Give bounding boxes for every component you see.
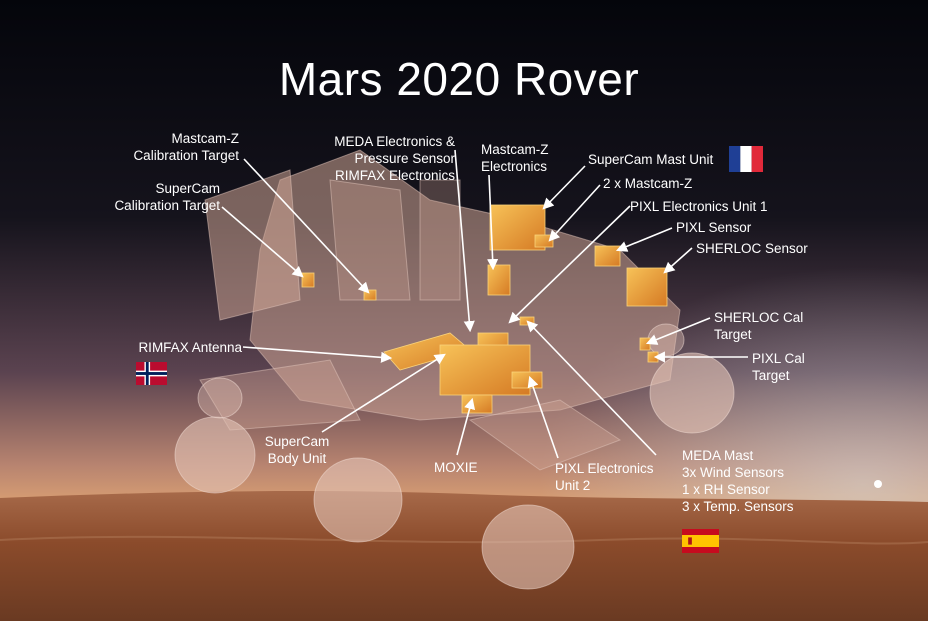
label-pixl-sensor: PIXL Sensor <box>676 220 752 235</box>
label-meda-electronics: MEDA Electronics & Pressure Sensor RIMFA… <box>334 134 455 183</box>
leader-lines <box>221 149 748 459</box>
sherloc-sensor <box>626 267 668 307</box>
label-supercam-body-unit: SuperCam Body Unit <box>264 434 330 466</box>
meda-mast-sensor <box>519 316 535 326</box>
instruments <box>301 204 668 414</box>
ground <box>0 491 928 621</box>
label-supercam-mast-unit: SuperCam Mast Unit <box>588 152 714 167</box>
label-mastcamz-electronics: Mastcam-Z Electronics <box>481 142 549 174</box>
leader-supercam-mast <box>542 165 586 210</box>
leader-meda-electronics <box>454 149 475 333</box>
sherloc-cal-target <box>639 337 651 351</box>
leader-rimfax-antenna <box>242 346 393 363</box>
rover-body <box>199 149 681 471</box>
label-sherloc-cal-target: SHERLOC Cal Target <box>714 310 804 342</box>
mastcamz-cal-target <box>363 289 377 301</box>
mastcamz-pair <box>534 234 554 248</box>
label-2x-mastcamz: 2 x Mastcam-Z <box>603 176 693 191</box>
diagram-title: Mars 2020 Rover <box>278 53 640 105</box>
leader-mastcamz-cal <box>243 158 370 294</box>
moxie-unit <box>461 394 493 414</box>
label-rimfax-antenna: RIMFAX Antenna <box>138 340 242 355</box>
label-moxie: MOXIE <box>434 460 478 475</box>
spain-flag-icon <box>682 529 719 553</box>
leader-moxie <box>456 397 476 456</box>
pixl-electronics-unit-1 <box>594 245 621 267</box>
leader-pixl-electronics-2 <box>527 375 559 459</box>
label-supercam-calibration-target: SuperCam Calibration Target <box>114 181 220 213</box>
label-mastcamz-calibration-target: Mastcam-Z Calibration Target <box>133 131 239 163</box>
france-flag-icon <box>729 146 763 172</box>
rover-wheels <box>174 323 735 590</box>
label-sherloc-sensor: SHERLOC Sensor <box>696 241 808 256</box>
leader-sherloc-cal <box>645 317 711 345</box>
label-pixl-electronics-unit-1: PIXL Electronics Unit 1 <box>630 199 768 214</box>
label-pixl-cal-target: PIXL Cal Target <box>752 351 805 383</box>
leader-pixl-sensor <box>615 227 673 252</box>
pixl-electronics-unit-2 <box>511 371 543 389</box>
leader-supercam-cal <box>221 206 304 278</box>
norway-flag-icon <box>136 362 167 385</box>
leader-mastcamz-electronics <box>487 174 499 271</box>
leader-pixl-electronics-1 <box>508 205 631 324</box>
mastcamz-electronics <box>487 264 511 296</box>
leader-meda-mast <box>526 320 657 456</box>
supercam-cal-target <box>301 272 315 288</box>
label-pixl-electronics-unit-2: PIXL Electronics Unit 2 <box>555 461 654 493</box>
sun-icon <box>874 480 882 488</box>
leader-mastcamz-2x <box>548 184 601 242</box>
leader-supercam-body <box>321 353 446 433</box>
leader-sherloc-sensor <box>663 247 693 274</box>
label-meda-mast: MEDA Mast 3x Wind Sensors 1 x RH Sensor … <box>682 448 794 514</box>
